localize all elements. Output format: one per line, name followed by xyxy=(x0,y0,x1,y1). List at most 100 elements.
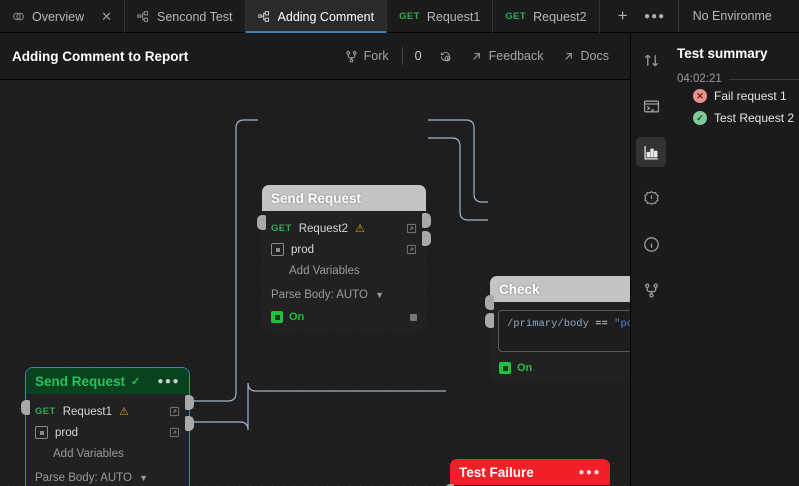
docs-link[interactable]: Docs xyxy=(553,49,618,63)
node-title: Test Failure xyxy=(459,464,534,480)
node-output-port-1[interactable] xyxy=(185,395,194,410)
open-external-icon[interactable] xyxy=(169,427,180,438)
history-button[interactable] xyxy=(430,50,461,63)
node-footer: On xyxy=(490,356,630,382)
close-icon[interactable]: ✕ xyxy=(101,9,112,24)
list-item[interactable]: ✕ Fail request 1 xyxy=(671,85,799,107)
document-header: Adding Comment to Report Fork 0 xyxy=(0,33,630,80)
node-header[interactable]: Send Request ✓ ●●● xyxy=(26,368,189,394)
node-send-request-2[interactable]: Send Request GET Request2 ⚠ xyxy=(257,185,431,331)
sort-arrows-icon[interactable] xyxy=(636,45,666,75)
node-menu-button[interactable]: ●●● xyxy=(578,466,601,478)
edge-sr2-to-check-top xyxy=(428,119,488,203)
parse-body-label: Parse Body: AUTO xyxy=(35,472,132,484)
branch-icon[interactable] xyxy=(636,275,666,305)
tab-label: Sencond Test xyxy=(157,9,233,24)
tab-request1[interactable]: GET Request1 xyxy=(387,0,494,33)
expression-value: "pong1" xyxy=(614,318,630,330)
console-icon[interactable] xyxy=(636,91,666,121)
enabled-toggle[interactable] xyxy=(499,362,511,374)
tab-bar: Overview ✕ Sencond Test Adding Comment xyxy=(0,0,799,33)
node-check[interactable]: Check /primary/body == "pong1" On xyxy=(485,276,630,382)
environment-icon xyxy=(271,243,284,256)
tab-sencond-test[interactable]: Sencond Test xyxy=(125,0,246,33)
node-input-port[interactable] xyxy=(445,484,454,486)
history-icon xyxy=(440,51,451,61)
tab-adding-comment[interactable]: Adding Comment xyxy=(245,0,388,33)
add-tab-button[interactable]: + xyxy=(617,6,628,25)
tab-label: Overview xyxy=(32,9,85,24)
resize-handle[interactable] xyxy=(410,313,417,321)
node-test-failure[interactable]: Test Failure ●●● Group default On xyxy=(445,459,610,486)
list-item-label: Test Request 2 xyxy=(714,111,795,125)
panel-title: Test summary xyxy=(677,46,768,61)
open-external-icon[interactable] xyxy=(169,406,180,417)
fork-label: Fork xyxy=(363,49,389,63)
warning-icon: ⚠ xyxy=(354,223,365,235)
parse-body-select[interactable]: Parse Body: AUTO ▼ xyxy=(26,465,189,486)
request-name: Request1 xyxy=(62,405,112,418)
node-body: GET Request1 ⚠ prod xyxy=(26,394,189,486)
tab-label: Request1 xyxy=(426,9,481,24)
external-arrow-icon xyxy=(472,52,480,60)
info-icon[interactable] xyxy=(636,229,666,259)
fork-count: 0 xyxy=(414,49,422,63)
edge-sr1-to-failure xyxy=(191,382,446,431)
overview-icon xyxy=(12,10,25,23)
add-variables-button[interactable]: Add Variables xyxy=(289,265,360,277)
warning-icon: ⚠ xyxy=(118,406,129,418)
tab-more-button[interactable]: ●●● xyxy=(644,10,666,22)
alert-gear-icon[interactable] xyxy=(636,183,666,213)
node-header[interactable]: Check xyxy=(490,276,630,302)
chevron-down-icon: ▼ xyxy=(375,290,385,300)
fail-status-icon: ✕ xyxy=(693,89,707,103)
open-external-icon[interactable] xyxy=(406,244,417,255)
node-input-port[interactable] xyxy=(257,215,266,230)
flow-icon xyxy=(137,10,150,23)
method-badge: GET xyxy=(271,223,292,234)
method-badge: GET xyxy=(505,11,527,22)
node-send-request-1[interactable]: Send Request ✓ ●●● GET Request1 ⚠ xyxy=(21,367,194,486)
feedback-label: Feedback xyxy=(488,49,544,63)
node-output-port-2[interactable] xyxy=(422,231,431,246)
environment-row[interactable]: prod xyxy=(262,239,426,260)
node-menu-button[interactable]: ●●● xyxy=(157,375,180,387)
external-arrow-icon xyxy=(564,52,572,60)
list-item[interactable]: ✓ Test Request 2 xyxy=(671,107,799,129)
check-expression[interactable]: /primary/body == "pong1" xyxy=(498,310,630,352)
bar-chart-icon[interactable] xyxy=(636,137,666,167)
node-output-port-2[interactable] xyxy=(185,416,194,431)
tab-overview[interactable]: Overview ✕ xyxy=(0,0,125,33)
fork-button[interactable]: Fork xyxy=(336,49,398,63)
flow-canvas[interactable]: Send Request GET Request2 ⚠ xyxy=(0,80,630,486)
node-title: Send Request xyxy=(35,373,126,389)
feedback-link[interactable]: Feedback xyxy=(461,49,553,63)
parse-body-label: Parse Body: AUTO xyxy=(271,289,368,301)
summary-timestamp-row: 04:02:21 xyxy=(671,73,799,85)
node-header[interactable]: Test Failure ●●● xyxy=(450,459,610,485)
pass-status-icon: ✓ xyxy=(693,111,707,125)
node-input-port-2[interactable] xyxy=(485,313,494,328)
node-input-port-1[interactable] xyxy=(485,295,494,310)
environment-row[interactable]: prod xyxy=(26,422,189,443)
environment-selector[interactable]: No Environme xyxy=(692,9,772,23)
node-header[interactable]: Send Request xyxy=(262,185,426,211)
icon-rail xyxy=(631,33,671,486)
enabled-toggle[interactable] xyxy=(271,311,283,323)
environment-name: prod xyxy=(291,243,315,256)
environment-icon xyxy=(35,426,48,439)
method-badge: GET xyxy=(399,11,420,22)
parse-body-select[interactable]: Parse Body: AUTO ▼ xyxy=(262,282,426,305)
request-row[interactable]: GET Request2 ⚠ xyxy=(262,218,426,239)
node-input-port[interactable] xyxy=(21,400,30,415)
divider xyxy=(401,47,403,65)
chevron-down-icon: ▼ xyxy=(139,473,149,483)
tab-request2[interactable]: GET Request2 xyxy=(493,0,600,33)
request-name: Request2 xyxy=(298,222,348,235)
request-row[interactable]: GET Request1 ⚠ xyxy=(26,401,189,422)
page-title: Adding Comment to Report xyxy=(12,48,189,64)
open-external-icon[interactable] xyxy=(406,223,417,234)
node-output-port-1[interactable] xyxy=(422,213,431,228)
add-variables-button[interactable]: Add Variables xyxy=(53,448,124,460)
